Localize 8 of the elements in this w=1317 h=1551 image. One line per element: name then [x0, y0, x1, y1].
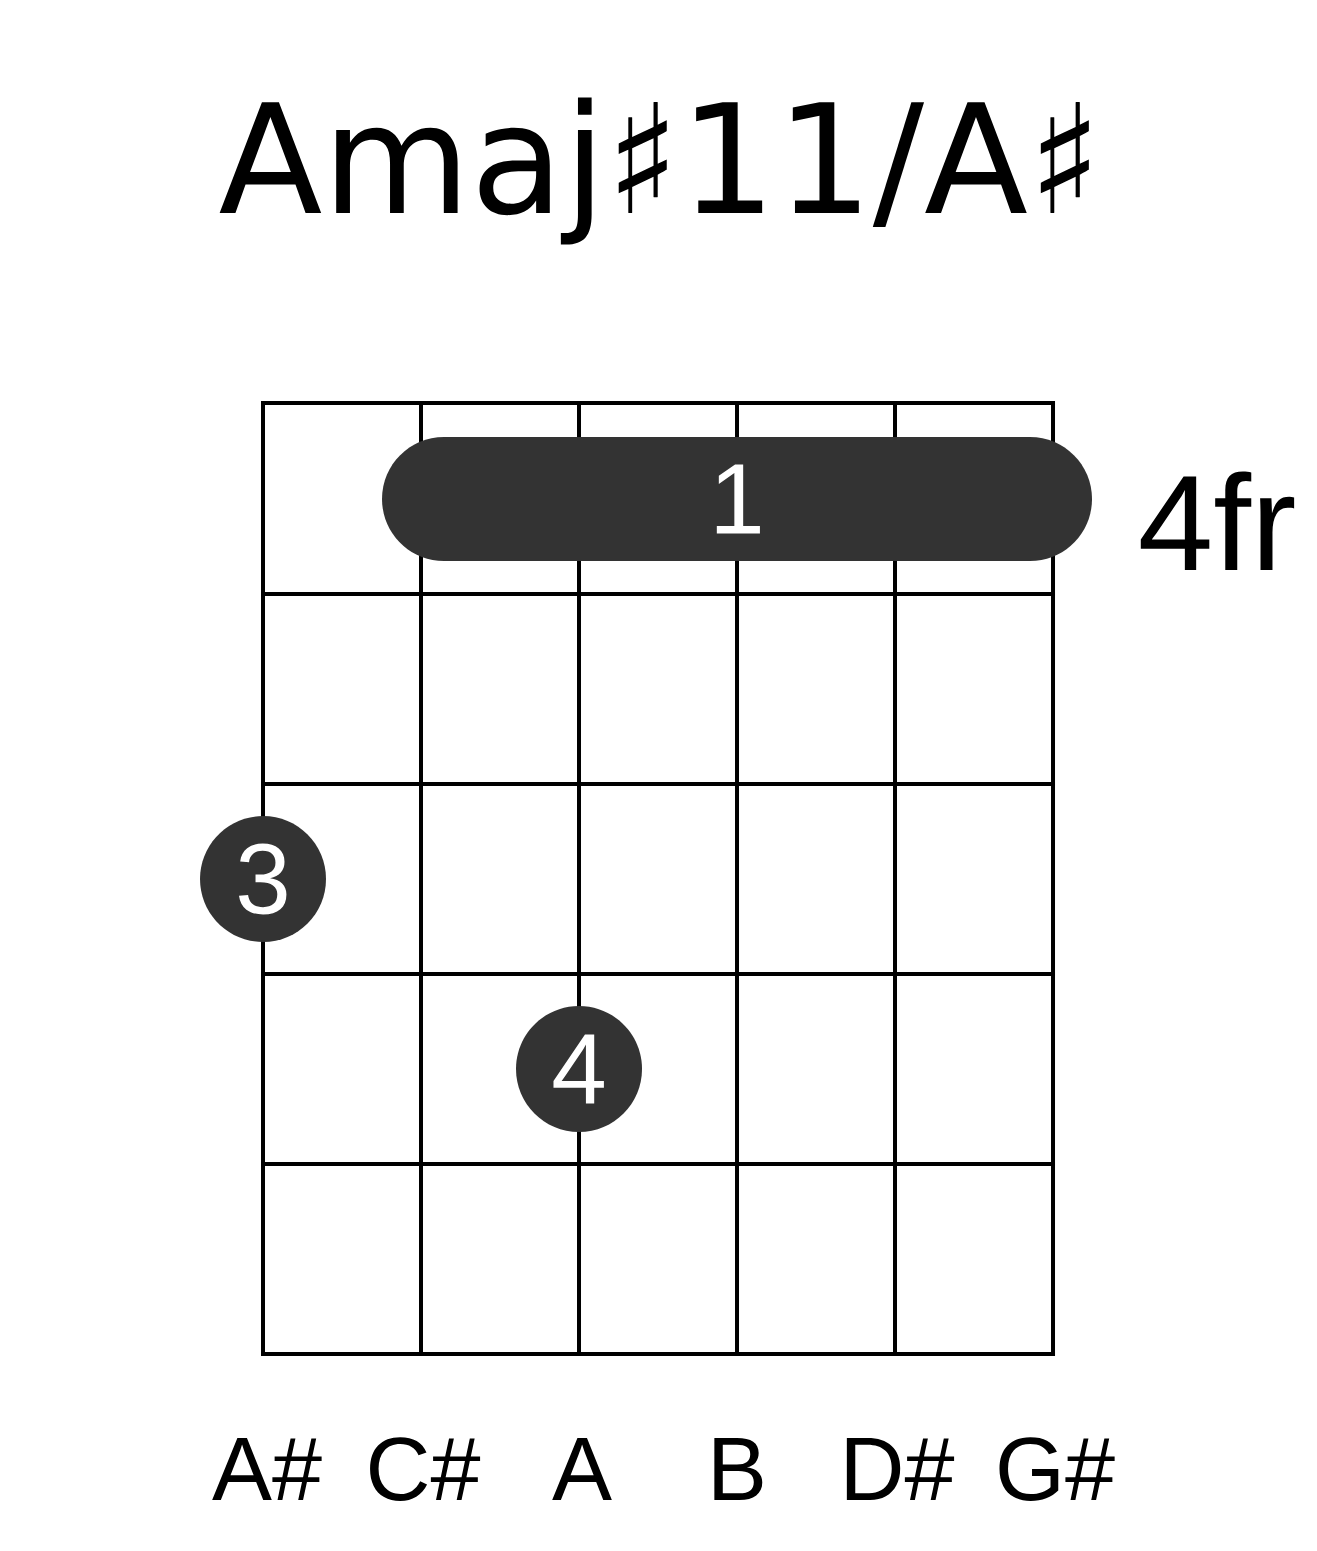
string-note: G# [999, 1437, 1115, 1501]
string-note: A# [212, 1438, 322, 1500]
string-note: B [714, 1438, 763, 1500]
string-note: C# [370, 1437, 481, 1501]
string-note: D# [846, 1438, 955, 1500]
chord-title: Amaj♯11/A♯ [219, 97, 1089, 245]
string-note: A [552, 1438, 612, 1500]
finger-barre: 1 [382, 437, 1092, 561]
